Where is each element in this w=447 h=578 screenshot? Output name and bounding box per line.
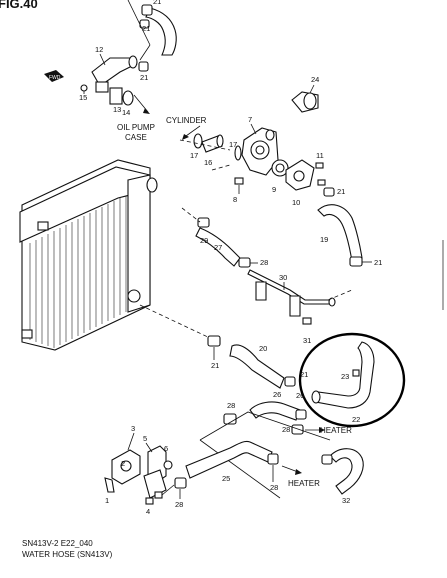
clamp-21-f <box>207 335 221 347</box>
label-23: 23 <box>341 372 349 381</box>
label-27: 27 <box>214 243 222 252</box>
svg-text:FWD: FWD <box>49 75 61 81</box>
bolt-11 <box>315 162 324 169</box>
clamp-top <box>141 4 153 16</box>
label-28-c: 28 <box>282 425 290 434</box>
label-13: 13 <box>113 105 121 114</box>
clamp-28-a <box>238 257 251 268</box>
label-21-g: 21 <box>300 370 308 379</box>
label-4: 4 <box>146 507 150 516</box>
water-pipe-30 <box>247 269 336 317</box>
bolt-31 <box>302 317 312 325</box>
heater-label-lower: HEATER <box>288 479 320 488</box>
label-12: 12 <box>95 45 103 54</box>
figure-title: FIG.40 <box>0 0 38 11</box>
label-20: 20 <box>259 344 267 353</box>
label-25: 25 <box>222 474 230 483</box>
clamp-21-g <box>284 376 296 387</box>
cylinder-label: CYLINDER <box>166 116 207 125</box>
label-29: 29 <box>200 236 208 245</box>
label-28-a: 28 <box>260 258 268 267</box>
hose-26 <box>249 401 301 421</box>
gasket-17-left <box>193 133 203 149</box>
gasket-17-right <box>234 145 242 161</box>
label-9: 9 <box>272 185 276 194</box>
label-31: 31 <box>303 336 311 345</box>
hose-20 <box>229 344 285 389</box>
label-30: 30 <box>279 273 287 282</box>
bolt-11b <box>317 179 326 186</box>
label-21-d: 21 <box>337 187 345 196</box>
bolt-4 <box>145 497 154 505</box>
heater-valve-assembly <box>111 445 173 499</box>
oil-pump-label: OIL PUMP <box>117 123 155 132</box>
label-6: 6 <box>164 444 168 453</box>
bracket-24 <box>291 91 319 113</box>
cap-13 <box>109 87 123 105</box>
caption-code: SN413V-2 E22_040 <box>22 539 93 548</box>
case-label: CASE <box>125 133 147 142</box>
clamp-32 <box>321 454 333 465</box>
clamp-28-c <box>291 424 304 435</box>
clamp-28-e <box>174 477 187 489</box>
label-2: 2 <box>121 459 125 468</box>
hose-27 <box>195 227 241 267</box>
label-3: 3 <box>131 424 135 433</box>
bolt-8 <box>234 177 244 185</box>
label-21-a: 21 <box>153 0 161 6</box>
hose-25 <box>185 440 273 479</box>
heater-label-upper: HEATER <box>320 426 352 435</box>
label-28-d: 28 <box>270 483 278 492</box>
bolt-23 <box>352 369 360 377</box>
label-21-c: 21 <box>140 73 148 82</box>
label-21-f: 21 <box>211 361 219 370</box>
upper-bypass-hose <box>145 7 177 56</box>
label-17-right: 17 <box>229 140 237 149</box>
label-8: 8 <box>233 195 237 204</box>
clamp-21-d <box>323 187 335 197</box>
label-28-e: 28 <box>175 500 183 509</box>
label-7: 7 <box>248 115 252 124</box>
label-28-b: 28 <box>227 401 235 410</box>
caption-title: WATER HOSE (SN413V) <box>22 550 113 559</box>
clamp-28-d <box>267 453 279 465</box>
label-26-b: 26 <box>296 391 304 400</box>
label-16: 16 <box>204 158 212 167</box>
label-19: 19 <box>320 235 328 244</box>
label-21-b: 21 <box>142 24 150 33</box>
label-21-e: 21 <box>374 258 382 267</box>
clamp-26 <box>295 409 307 420</box>
clamp-21-c <box>138 61 149 72</box>
hose-32 <box>329 448 364 495</box>
highlight-circle <box>298 332 406 428</box>
label-24: 24 <box>311 75 319 84</box>
front-arrow-icon: FWD <box>44 70 64 82</box>
label-15: 15 <box>79 93 87 102</box>
label-11: 11 <box>316 151 324 160</box>
water-outlet-housing-7 <box>241 127 279 176</box>
label-1: 1 <box>105 496 109 505</box>
sensor-1 <box>104 477 115 493</box>
label-10: 10 <box>292 198 300 207</box>
label-32: 32 <box>342 496 350 505</box>
label-26-a: 26 <box>273 390 281 399</box>
radiator <box>19 159 158 351</box>
label-5: 5 <box>143 434 147 443</box>
hose-19 <box>317 204 363 263</box>
label-22: 22 <box>352 415 360 424</box>
gasket-14 <box>122 90 134 106</box>
label-14: 14 <box>122 108 130 117</box>
clamp-21-e <box>349 256 363 267</box>
label-17-left: 17 <box>190 151 198 160</box>
clamp-29 <box>197 217 210 228</box>
water-outlet-pipe-12 <box>80 55 138 93</box>
